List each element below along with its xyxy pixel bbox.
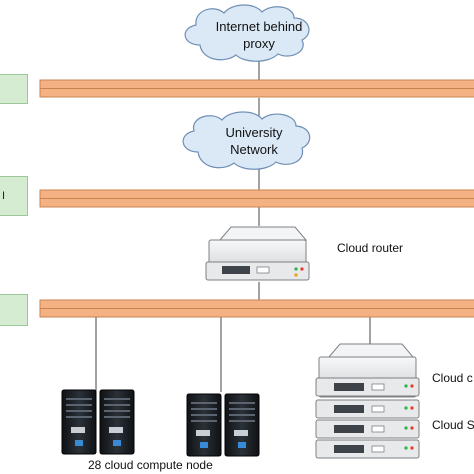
storage-label-top: Cloud c xyxy=(432,371,473,385)
network-bus-1 xyxy=(39,79,474,98)
internet-cloud-label-line1: Internet behind xyxy=(215,19,303,34)
router-label: Cloud router xyxy=(337,241,404,255)
compute-nodes-left-icon xyxy=(61,389,135,455)
storage-label-bottom: Cloud S xyxy=(432,418,474,432)
compute-nodes-right-icon xyxy=(186,393,260,457)
university-cloud-label-line2: Network xyxy=(230,142,278,157)
internet-cloud-label-line2: proxy xyxy=(243,36,275,51)
storage-server-stack-icon xyxy=(315,343,420,459)
university-cloud-label-line1: University xyxy=(225,125,283,140)
compute-label: 28 cloud compute node xyxy=(88,458,213,472)
network-bus-3 xyxy=(39,299,474,318)
side-tab-1 xyxy=(0,74,28,104)
connector-lines xyxy=(95,58,371,392)
router-server-icon xyxy=(205,226,310,281)
side-tab-2: I xyxy=(0,176,28,216)
cloud-internet-icon xyxy=(184,4,310,62)
network-bus-2 xyxy=(39,189,474,208)
side-tab-3 xyxy=(0,294,28,326)
cloud-university-icon xyxy=(182,111,311,170)
